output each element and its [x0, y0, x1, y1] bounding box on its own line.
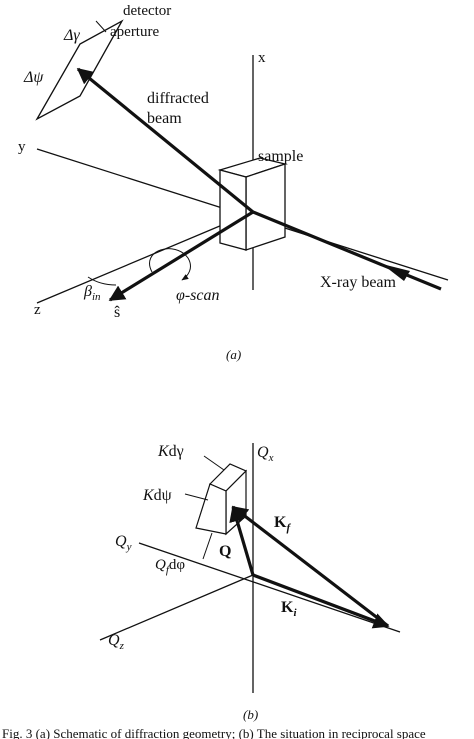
qy-axis-line [138, 542, 401, 633]
delta-gamma-label: Δγ [63, 27, 80, 44]
qf-dphi-label: Qfdφ [155, 557, 185, 576]
k-dgamma-label: Kdγ [157, 443, 184, 460]
xray-beam-arrowhead [382, 264, 410, 281]
aperture-label: aperture [110, 24, 159, 40]
qz-axis-line [99, 574, 254, 641]
ki-label: Ki [281, 599, 297, 619]
axis-y-label: y [18, 139, 26, 155]
diffracted-beam-arrow [76, 67, 255, 214]
qx-label: Qx [257, 444, 274, 464]
figure-caption: Fig. 3 (a) Schematic of diffraction geom… [2, 726, 426, 739]
beta-in-arc [87, 276, 117, 286]
caption-a: (a) [226, 347, 241, 362]
beam-label: beam [147, 110, 182, 127]
kf-vector-arrow [231, 505, 389, 628]
diffracted-label: diffracted [147, 90, 209, 107]
delta-gamma-leader [95, 20, 107, 33]
z-axis-line [36, 211, 254, 304]
qz-label: Qz [108, 632, 125, 652]
xray-beam-line [252, 210, 442, 291]
panel-b: Kdγ Kdψ Qfdφ Qx Qy Qz Kf Ki Q (b) [99, 443, 401, 722]
panel-a: detector aperture Δγ Δψ diffracted beam … [18, 3, 449, 362]
s-hat-label: ŝ [114, 304, 120, 321]
caption-b: (b) [243, 707, 258, 722]
sample-block [217, 157, 288, 251]
qy-label: Qy [115, 533, 132, 553]
delta-psi-label: Δψ [23, 69, 44, 86]
phi-scan-label: φ-scan [176, 287, 220, 304]
xray-beam-label: X-ray beam [320, 274, 397, 291]
axis-x-label: x [258, 50, 266, 66]
sample-label: sample [258, 148, 303, 165]
k-dgamma-leader [203, 455, 225, 471]
s-hat-arrow [108, 210, 254, 302]
k-dpsi-label: Kdψ [142, 487, 172, 504]
phi-scan-arc [149, 248, 191, 281]
q-label: Q [219, 543, 231, 560]
kf-label: Kf [274, 514, 291, 534]
detector-label: detector [123, 3, 171, 19]
axis-z-label: z [34, 302, 41, 318]
beta-in-label: βin [83, 283, 101, 303]
k-dpsi-leader [184, 493, 209, 501]
ki-vector-arrow [252, 573, 390, 629]
qf-dphi-leader [202, 532, 213, 560]
